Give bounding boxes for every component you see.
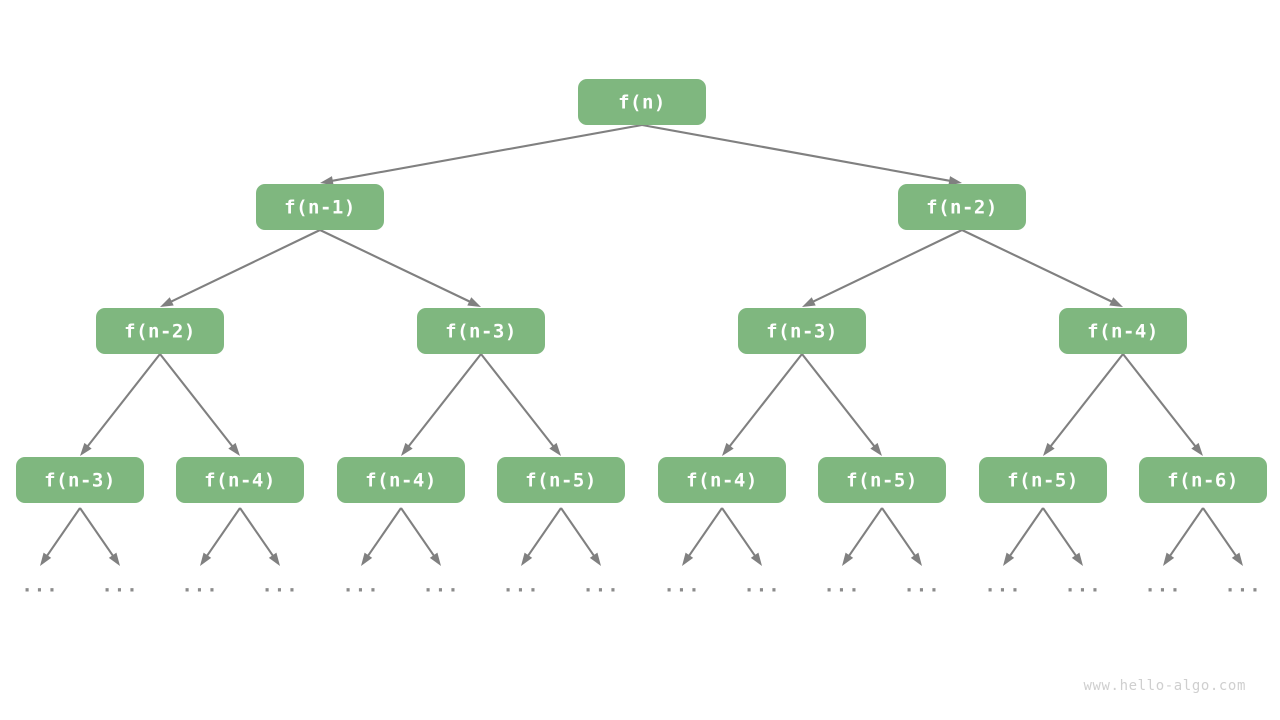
tree-node: f(n-1) [256,184,384,230]
node-box [898,184,1026,230]
node-box [578,79,706,125]
ellipsis-label: ... [984,575,1021,597]
node-box [497,457,625,503]
node-label: f(n-2) [926,197,998,219]
node-label: f(n-4) [365,470,437,492]
tree-node: f(n-5) [979,457,1107,503]
edge-arrow [401,353,482,456]
tree-node: f(n-4) [337,457,465,503]
edge-arrow [159,353,240,456]
ellipsis-label: ... [21,575,58,597]
edge-arrow [80,353,161,456]
ellipsis-label: ... [181,575,218,597]
node-box [818,457,946,503]
leaf-edge-arrow [721,507,762,566]
edge-arrow [641,123,962,186]
edge-arrow [480,353,561,456]
tree-node: f(n-3) [417,308,545,354]
tree-node: f(n-4) [1059,308,1187,354]
edges-layer [40,123,1243,566]
node-box [658,457,786,503]
node-label: f(n-3) [44,470,116,492]
tree-node: f(n-5) [497,457,625,503]
ellipsis-label: ... [1144,575,1181,597]
node-label: f(n-5) [1007,470,1079,492]
node-label: f(n-1) [284,197,356,219]
edge-arrow [160,229,321,307]
leaf-edge-arrow [1003,507,1044,566]
nodes-layer: f(n) f(n-1) f(n-2) f(n-2) f(n-3) f(n-3) f(n-4)… [16,79,1267,503]
node-label: f(n-3) [766,321,838,343]
edge-arrow [1122,353,1203,456]
node-box [256,184,384,230]
node-box [16,457,144,503]
node-label: f(n-6) [1167,470,1239,492]
ellipsis-label: ... [823,575,860,597]
leaf-edge-arrow [79,507,120,566]
edge-arrow [722,353,803,456]
node-box [738,308,866,354]
edge-arrow [802,229,963,307]
edge-arrow [801,353,882,456]
edge-arrow [319,229,481,307]
node-label: f(n-4) [204,470,276,492]
tree-node: f(n-6) [1139,457,1267,503]
tree-node: f(n-4) [176,457,304,503]
leaf-edge-arrow [560,507,601,566]
leaf-edge-arrow [239,507,280,566]
ellipsis-label: ... [261,575,298,597]
tree-node: f(n-3) [16,457,144,503]
node-box [1139,457,1267,503]
node-box [417,308,545,354]
ellipsis-layer: ........................................… [21,575,1261,597]
node-label: f(n) [618,92,666,114]
ellipsis-label: ... [1064,575,1101,597]
leaf-edge-arrow [400,507,441,566]
tree-node: f(n-3) [738,308,866,354]
leaf-edge-arrow [200,507,241,566]
node-label: f(n-4) [686,470,758,492]
ellipsis-label: ... [342,575,379,597]
tree-node: f(n-2) [96,308,224,354]
tree-node: f(n-5) [818,457,946,503]
node-box [96,308,224,354]
leaf-edge-arrow [842,507,883,566]
ellipsis-label: ... [743,575,780,597]
node-label: f(n-4) [1087,321,1159,343]
leaf-edge-arrow [40,507,81,566]
ellipsis-label: ... [903,575,940,597]
node-box [337,457,465,503]
edge-arrow [320,123,643,186]
node-box [176,457,304,503]
edge-arrow [1043,353,1124,456]
tree-node: f(n-2) [898,184,1026,230]
leaf-edge-arrow [1163,507,1204,566]
node-box [979,457,1107,503]
node-box [1059,308,1187,354]
ellipsis-label: ... [502,575,539,597]
edge-arrow [961,229,1123,307]
leaf-edge-arrow [682,507,723,566]
node-label: f(n-2) [124,321,196,343]
ellipsis-label: ... [663,575,700,597]
leaf-edge-arrow [521,507,562,566]
node-label: f(n-3) [445,321,517,343]
node-label: f(n-5) [525,470,597,492]
ellipsis-label: ... [1224,575,1261,597]
ellipsis-label: ... [101,575,138,597]
leaf-edge-arrow [361,507,402,566]
leaf-edge-arrow [1042,507,1083,566]
node-label: f(n-5) [846,470,918,492]
leaf-edge-arrow [881,507,922,566]
tree-node: f(n-4) [658,457,786,503]
leaf-edge-arrow [1202,507,1243,566]
watermark-label: www.hello-algo.com [1083,678,1246,694]
ellipsis-label: ... [422,575,459,597]
tree-node: f(n) [578,79,706,125]
ellipsis-label: ... [582,575,619,597]
